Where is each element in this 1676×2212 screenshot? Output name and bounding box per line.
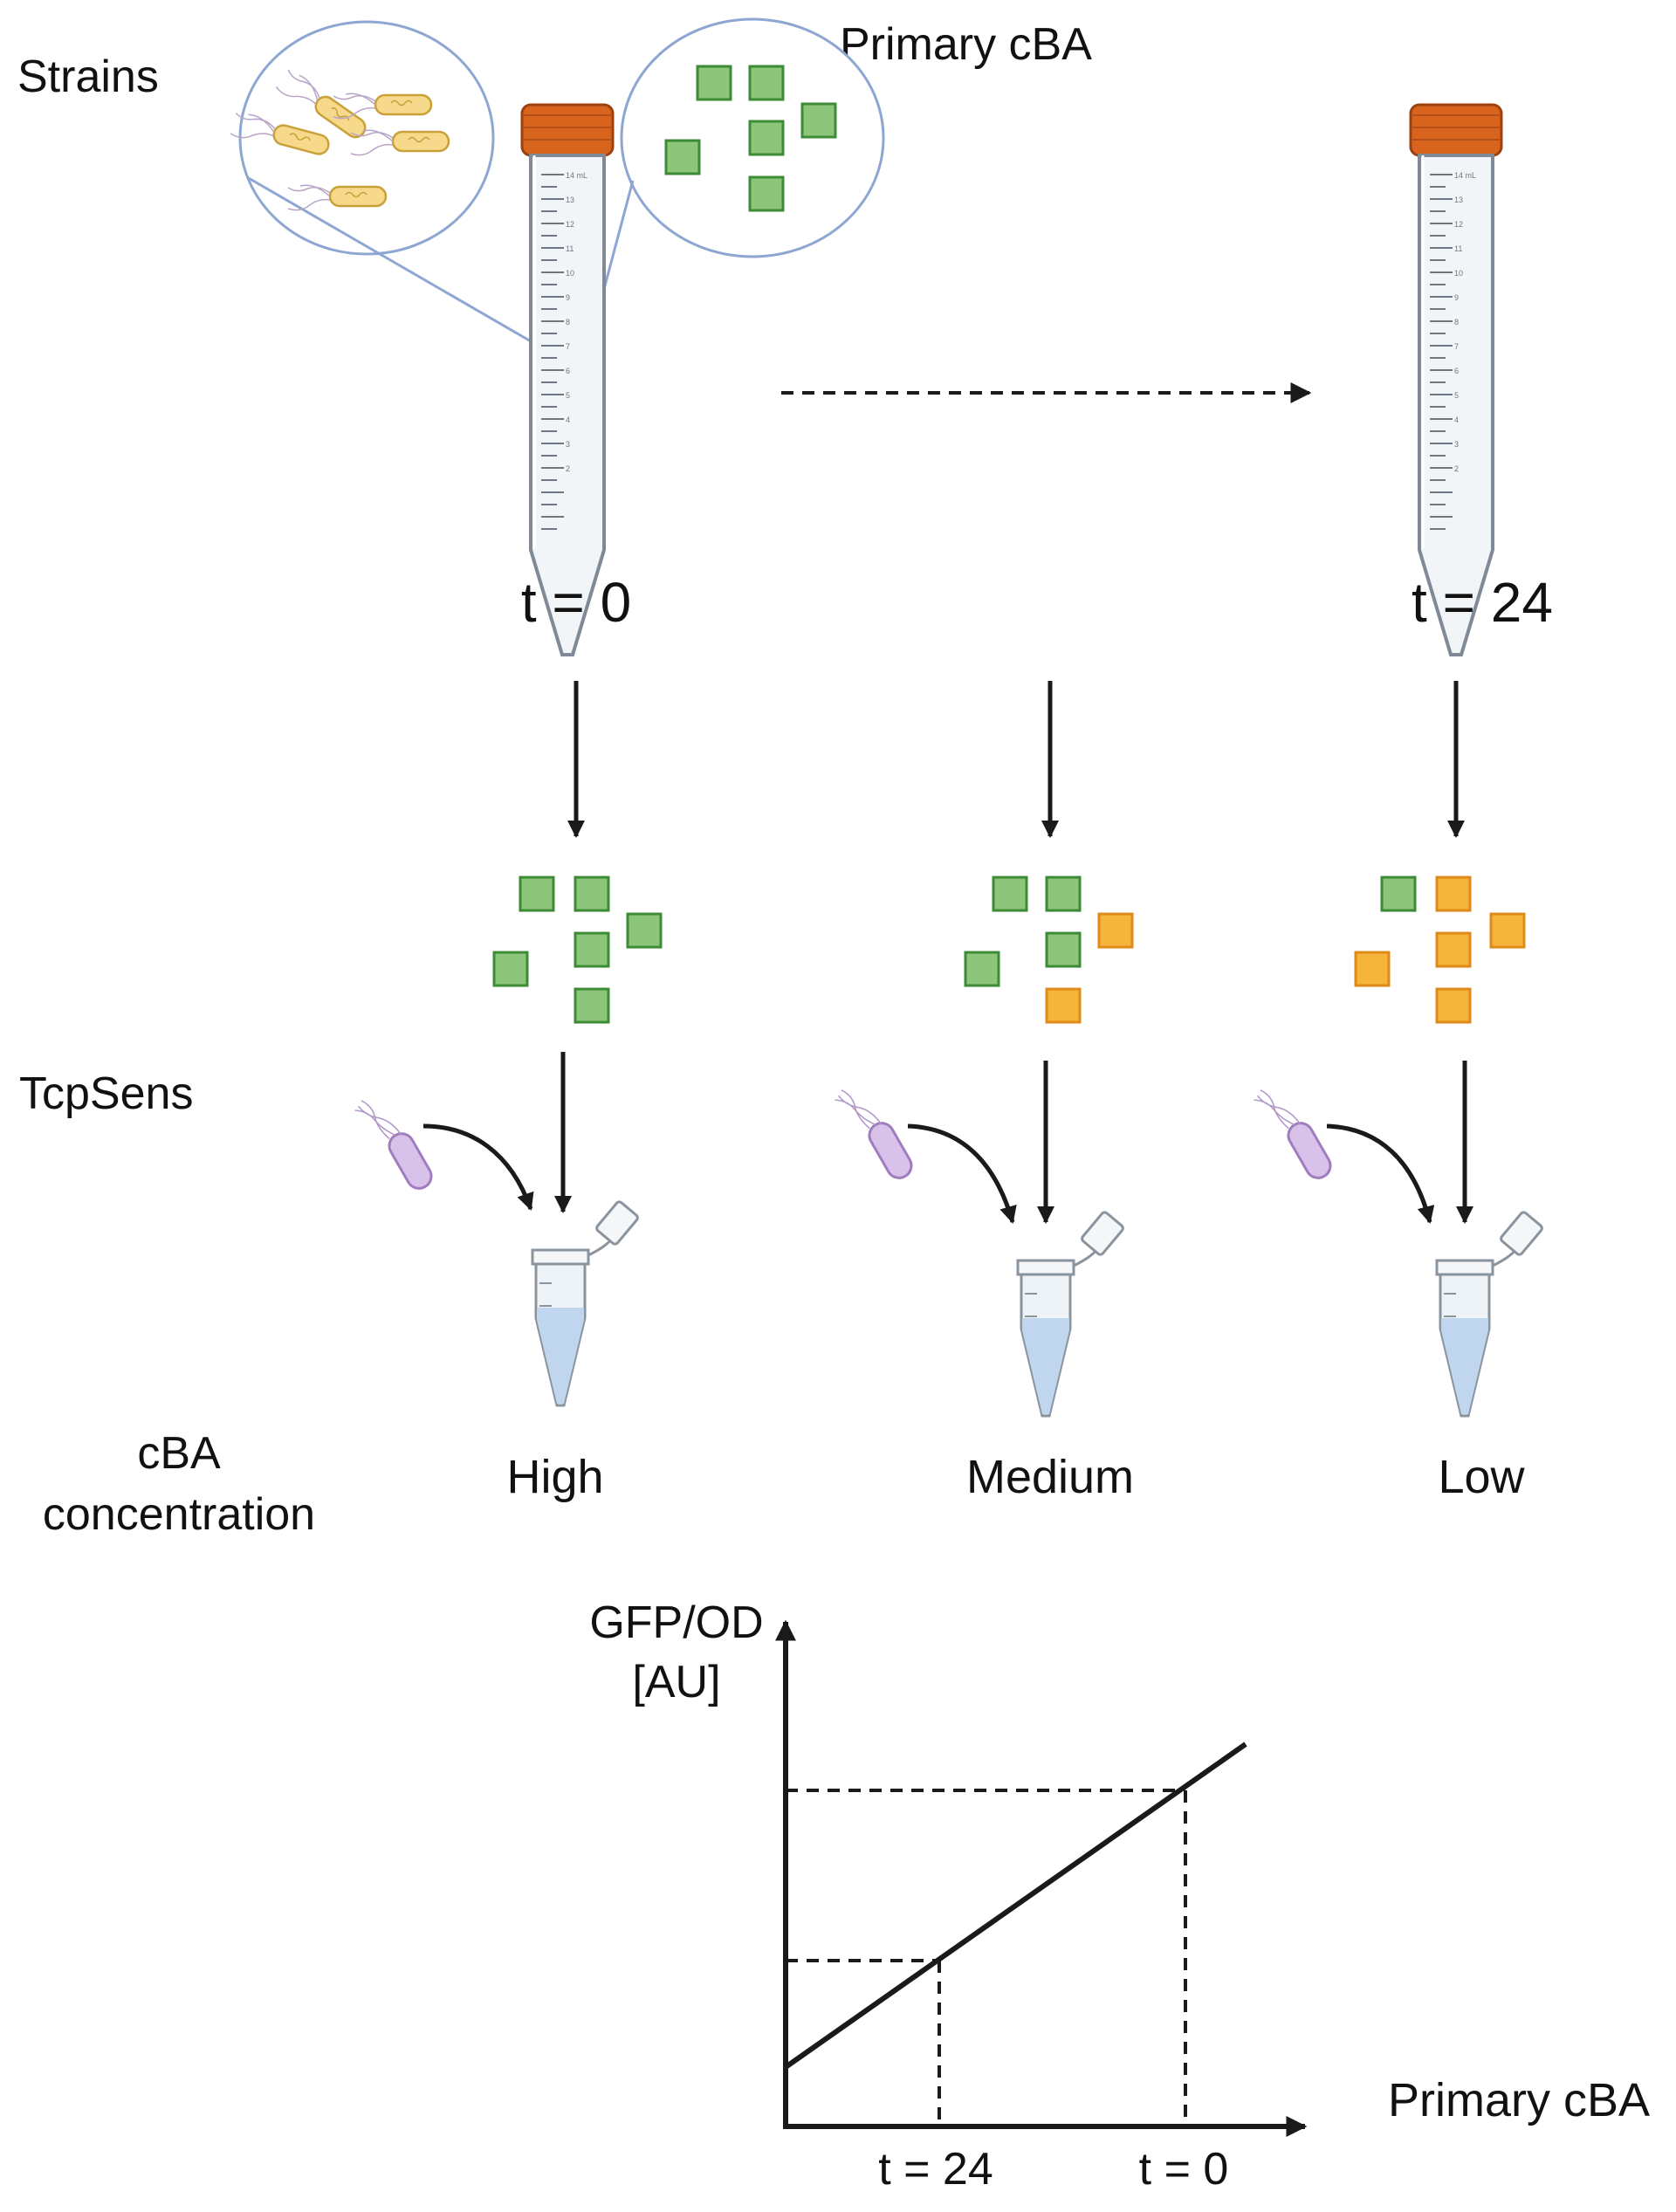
strains-label: Strains: [17, 52, 159, 102]
primary-cba-top-label: Primary cBA: [840, 19, 1092, 70]
tube-scale-mark: 6: [566, 367, 570, 375]
primary-cba-square: [748, 175, 785, 212]
primary-cba-square: [664, 139, 701, 175]
tube-scale-mark: 4: [1454, 416, 1459, 424]
sensor-arrow-medium: [907, 1123, 1017, 1224]
tube-scale-mark: 5: [1454, 391, 1459, 400]
tube-scale-mark: 9: [1454, 293, 1459, 302]
tube-scale-mark: 5: [566, 391, 570, 400]
calibration-line: [784, 1741, 1247, 2070]
tube-scale-mark: 10: [1454, 269, 1463, 278]
calibration-graph: GFP/OD [AU] Primary cBA t = 24 t = 0: [589, 1597, 1650, 2195]
tube-scale-mark: 14 mL: [1454, 171, 1476, 180]
tube-scale-mark: 2: [1454, 464, 1459, 473]
graph-x-label: Primary cBA: [1388, 2074, 1650, 2126]
falcon-tube-t0: 14 mL 13 12 11 10 9 8 7 6 5 4 3 2: [520, 103, 615, 656]
graph-tick-t24: t = 24: [878, 2144, 993, 2195]
tube-scale-mark: 13: [1454, 196, 1463, 204]
sensor-bacterium: [1249, 1076, 1336, 1189]
cba-concentration-label-line2: concentration: [43, 1489, 315, 1540]
cba-concentration-label-line1: cBA: [137, 1428, 221, 1479]
primary-cba-square: [800, 102, 837, 139]
tube-scale-mark: 12: [1454, 220, 1463, 229]
eppendorf-tube-medium: [1016, 1209, 1126, 1418]
primary-cba-square: [748, 65, 785, 101]
tube-scale-mark: 3: [566, 440, 570, 449]
graph-y-label-line2: [AU]: [632, 1657, 720, 1707]
tube-scale-mark: 3: [1454, 440, 1459, 449]
tube-scale-mark: 11: [1454, 244, 1462, 253]
cba-cluster-low: [1354, 876, 1526, 1024]
medium-label: Medium: [966, 1451, 1134, 1503]
primary-cba-square: [696, 65, 732, 101]
cba-cluster-high: [492, 876, 663, 1024]
high-label: High: [506, 1451, 603, 1503]
tube-scale-mark: 8: [1454, 318, 1459, 326]
eppendorf-tube-low: [1435, 1209, 1545, 1418]
tcpsens-label: TcpSens: [19, 1068, 193, 1119]
strains-bubble: [229, 20, 538, 347]
tube-scale-mark: 2: [566, 464, 570, 473]
sensor-arrow-high: [422, 1123, 534, 1211]
tube-scale-mark: 9: [566, 293, 570, 302]
tube-scale-mark: 12: [566, 220, 574, 229]
primary-cba-square: [748, 120, 785, 156]
sensor-arrow-low: [1326, 1123, 1435, 1224]
sensor-bacterium: [830, 1076, 917, 1189]
graph-y-label-line1: GFP/OD: [589, 1597, 763, 1648]
graph-tick-t0: t = 0: [1139, 2144, 1229, 2195]
tube-scale-mark: 7: [1454, 342, 1459, 351]
tube-scale-mark: 4: [566, 416, 570, 424]
tube-label-t0: t = 0: [521, 571, 631, 634]
tube-scale-mark: 14 mL: [566, 171, 587, 180]
primary-cba-bubble: [587, 17, 885, 346]
eppendorf-tube-high: [531, 1199, 641, 1407]
tube-scale-mark: 7: [566, 342, 570, 351]
tube-scale-mark: 11: [566, 244, 574, 253]
cba-cluster-medium: [964, 876, 1134, 1024]
low-label: Low: [1438, 1451, 1525, 1503]
falcon-tube-t24: 14 mL 13 12 11 10 9 8 7 6 5 4 3 2: [1409, 103, 1503, 656]
tube-scale-mark: 8: [566, 318, 570, 326]
tube-label-t24: t = 24: [1412, 571, 1553, 634]
tube-scale-mark: 13: [566, 196, 574, 204]
tube-scale-mark: 6: [1454, 367, 1459, 375]
sensor-bacterium: [350, 1087, 437, 1199]
tube-scale-mark: 10: [566, 269, 574, 278]
